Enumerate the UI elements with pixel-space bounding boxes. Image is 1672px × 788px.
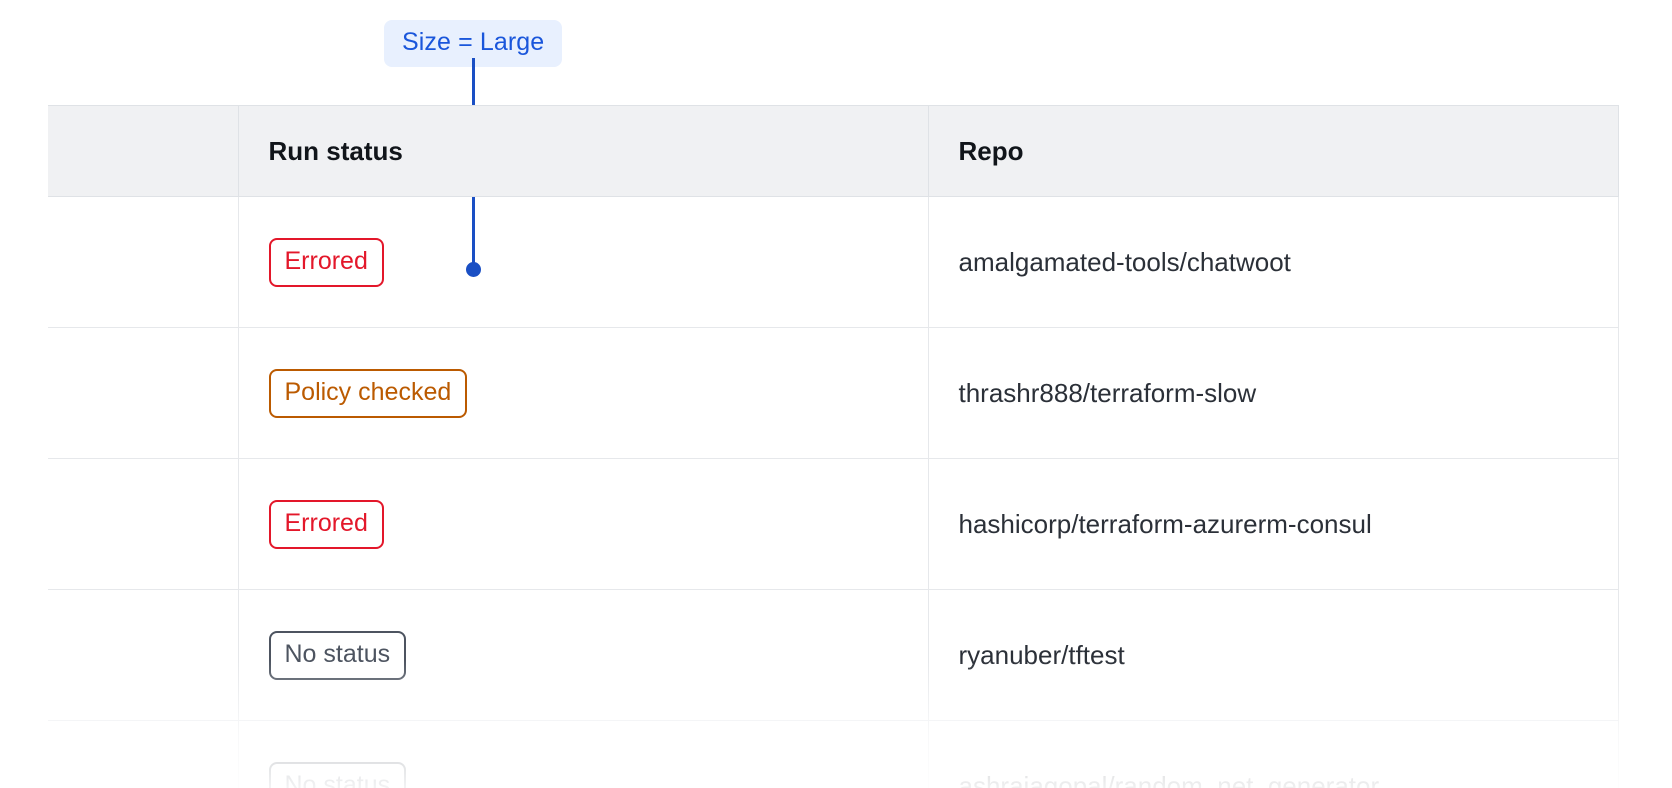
row-lead-cell [48,589,239,721]
row-lead-cell [48,458,239,590]
status-badge[interactable]: Errored [268,499,384,549]
status-badge[interactable]: No status [268,630,407,680]
run-status-cell: Errored [238,458,929,590]
table-row[interactable]: No status ashrajagopal/random_net_genera… [48,720,1619,788]
table-header: Run status Repo [48,105,1619,197]
run-status-cell: No status [238,589,929,721]
run-status-cell: No status [238,720,929,788]
run-status-cell: Errored [238,196,929,328]
status-badge[interactable]: No status [268,761,407,788]
table-scroll-region[interactable]: Run status Repo Errored amalgamated-tool… [48,105,1672,788]
run-status-cell: Policy checked [238,327,929,459]
table-body: Errored amalgamated-tools/chatwoot Polic… [48,196,1619,788]
repo-cell[interactable]: ryanuber/tftest [928,589,1619,721]
table-row[interactable]: Errored hashicorp/terraform-azurerm-cons… [48,458,1619,590]
repo-cell[interactable]: thrashr888/terraform-slow [928,327,1619,459]
row-lead-cell [48,196,239,328]
table-header-row: Run status Repo [48,105,1619,197]
status-badge[interactable]: Errored [268,237,384,287]
runs-table: Run status Repo Errored amalgamated-tool… [48,105,1619,788]
repo-cell[interactable]: hashicorp/terraform-azurerm-consul [928,458,1619,590]
row-lead-cell [48,327,239,459]
table-row[interactable]: Policy checked thrashr888/terraform-slow [48,327,1619,459]
row-lead-cell [48,720,239,788]
table-row[interactable]: Errored amalgamated-tools/chatwoot [48,196,1619,328]
status-badge[interactable]: Policy checked [268,368,468,418]
column-header-run-status[interactable]: Run status [238,105,929,197]
repo-cell[interactable]: amalgamated-tools/chatwoot [928,196,1619,328]
table-row[interactable]: No status ryanuber/tftest [48,589,1619,721]
column-header-repo[interactable]: Repo [928,105,1619,197]
repo-cell[interactable]: ashrajagopal/random_net_generator [928,720,1619,788]
column-header-lead [48,105,239,197]
